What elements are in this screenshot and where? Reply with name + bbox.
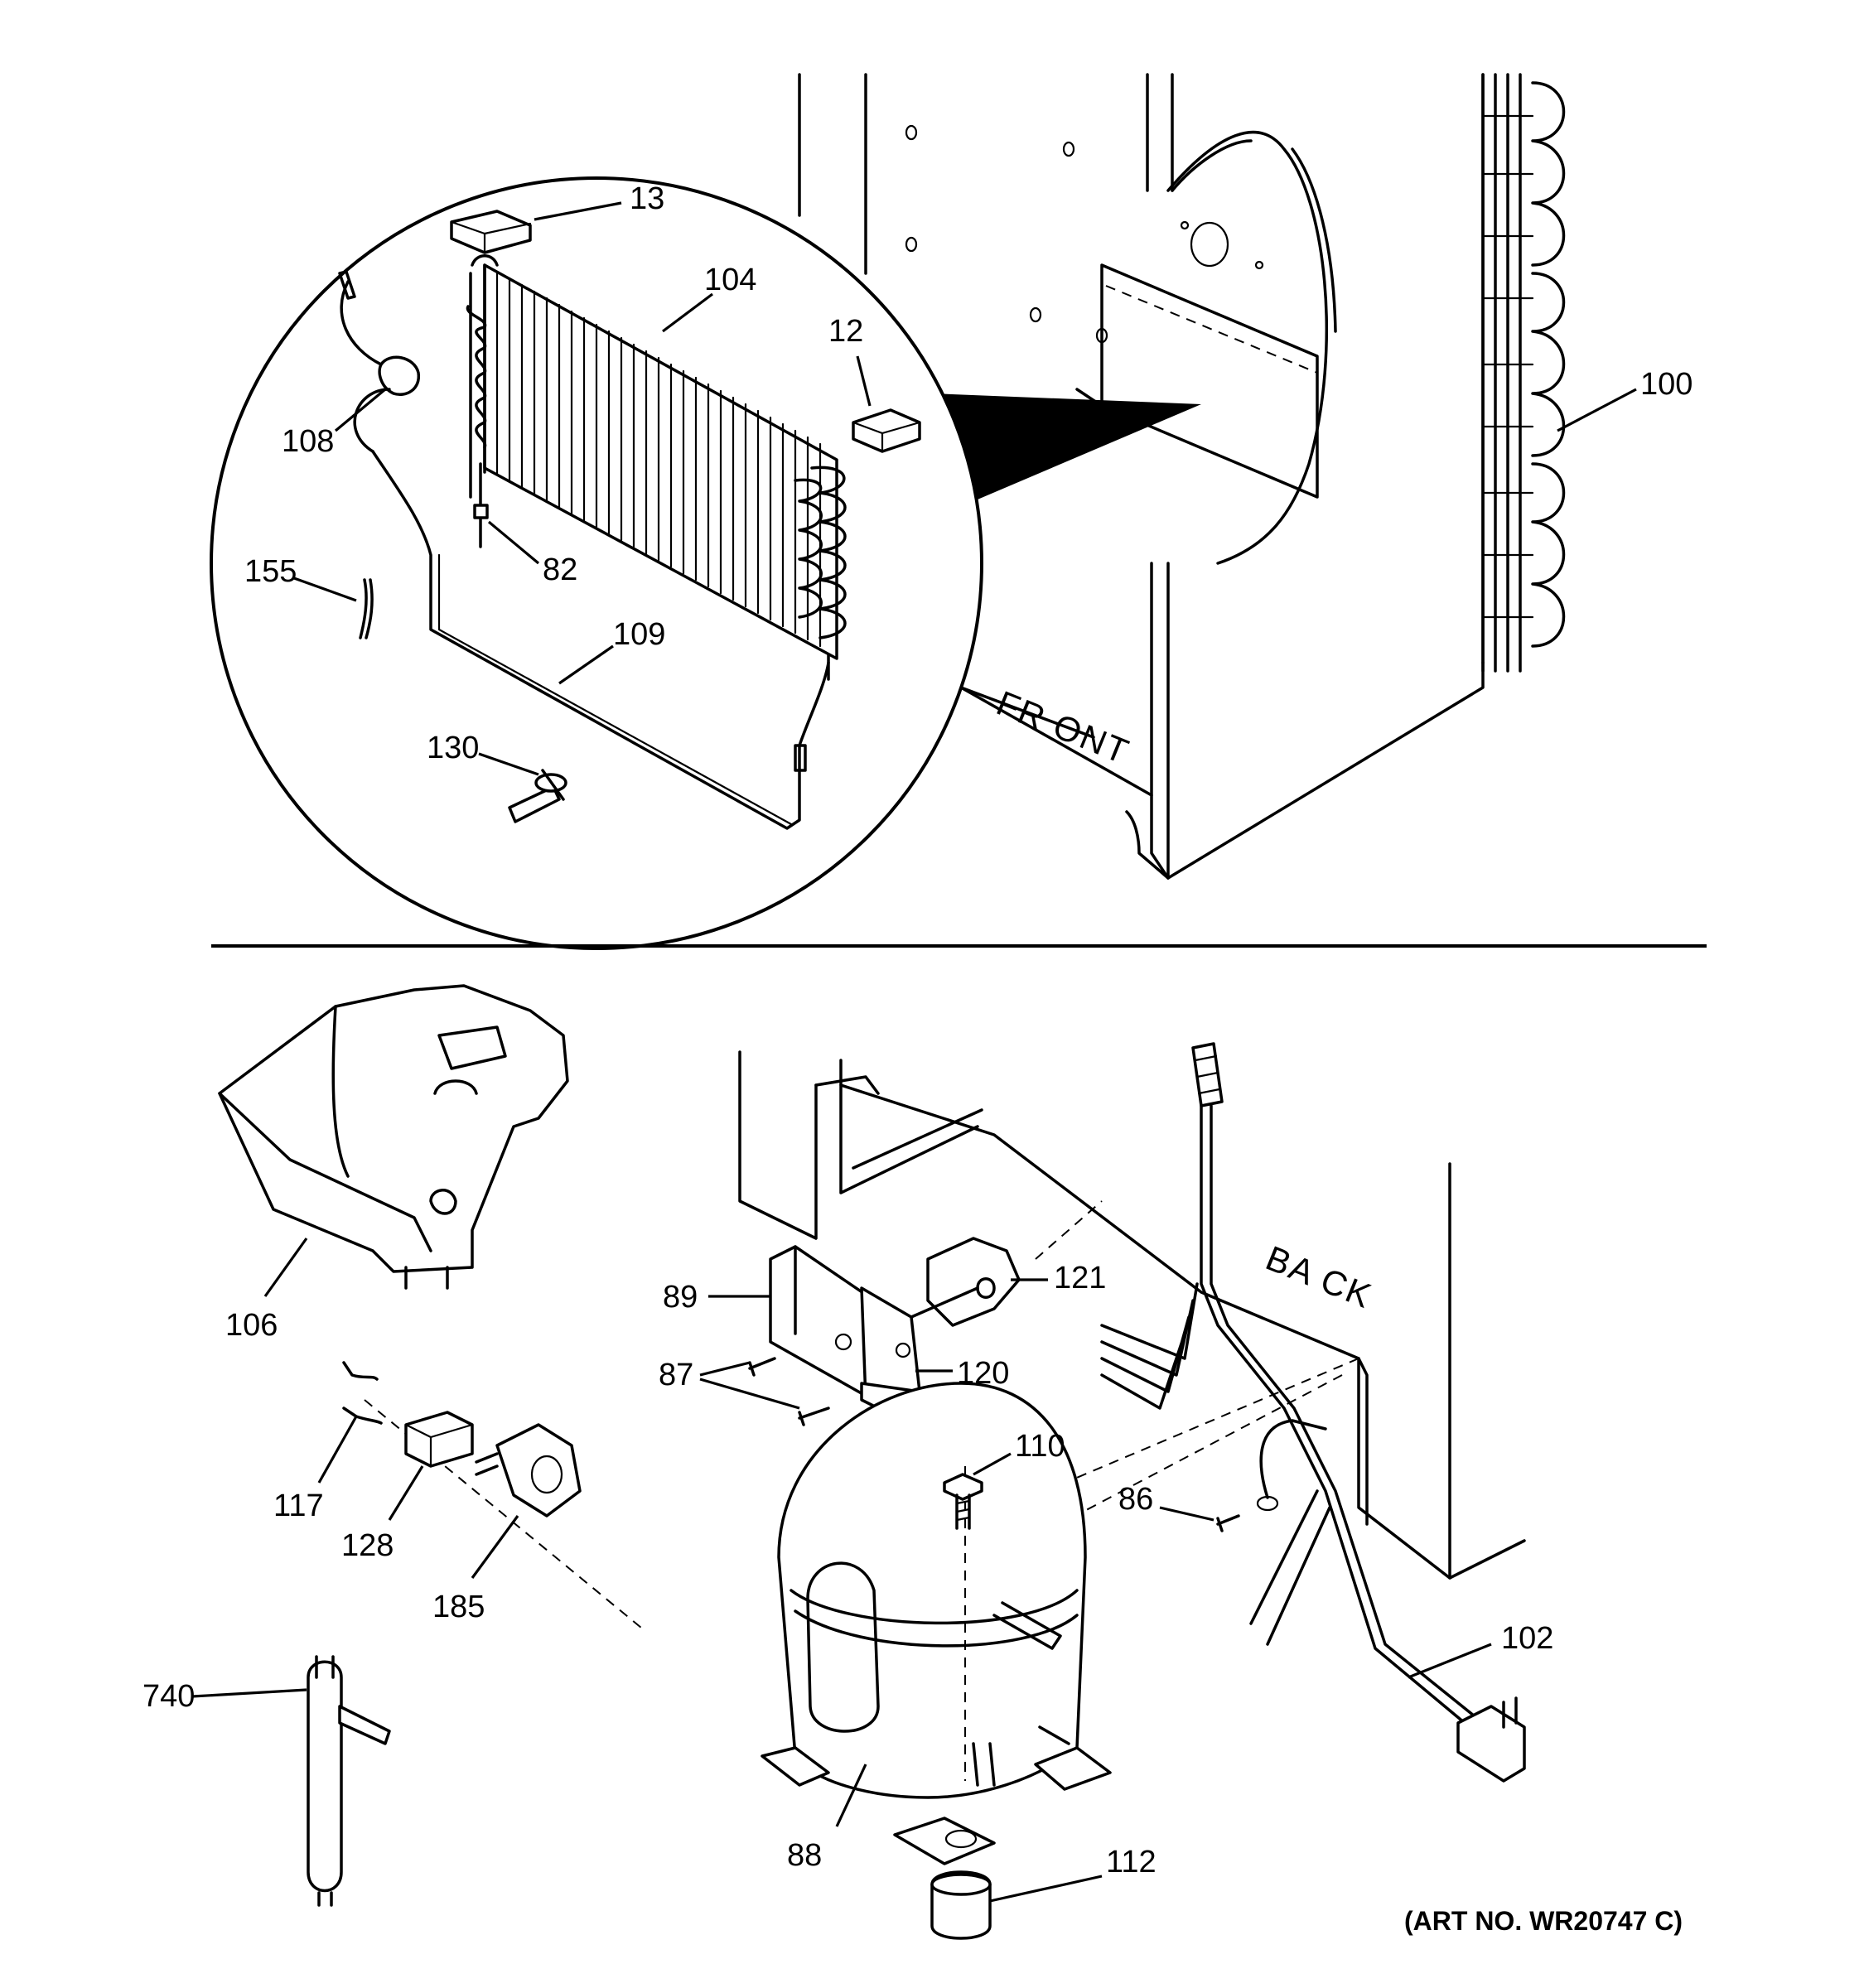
callout-108: 108 — [282, 424, 334, 459]
callout-110: 110 — [1015, 1429, 1065, 1464]
bottom-callouts: 106 89 121 87 120 110 86 117 128 185 102… — [142, 1238, 1553, 1903]
condenser-coil — [1481, 73, 1566, 673]
top-callouts: 13 104 12 108 82 155 109 130 100 — [244, 181, 1693, 776]
overload-parts — [342, 1361, 647, 1633]
grommet-112 — [930, 1870, 992, 1940]
callout-109: 109 — [613, 617, 665, 652]
callout-13: 13 — [630, 181, 664, 216]
insulation-block-12 — [852, 408, 921, 453]
callout-130: 130 — [427, 731, 479, 765]
ice-bucket-106 — [218, 984, 569, 1290]
callout-102: 102 — [1501, 1621, 1553, 1656]
detail-circle — [210, 176, 983, 950]
callout-104: 104 — [704, 263, 756, 297]
callout-100: 100 — [1640, 367, 1693, 402]
callout-117: 117 — [273, 1489, 324, 1523]
evaporator — [466, 254, 847, 681]
callout-740: 740 — [142, 1679, 195, 1714]
callout-82: 82 — [543, 552, 577, 587]
callout-128: 128 — [341, 1528, 394, 1563]
bolt-110 — [943, 1473, 983, 1530]
capacitor-128 — [404, 1411, 474, 1468]
ground-screw-86 — [1216, 1419, 1327, 1532]
clip-155 — [359, 578, 374, 639]
compressor-88 — [761, 1382, 1112, 1865]
detail-pointer — [932, 393, 1201, 514]
art-number: (ART NO. WR20747 C) — [1404, 1906, 1683, 1936]
callout-185: 185 — [432, 1590, 485, 1624]
callout-87: 87 — [659, 1358, 693, 1392]
callout-120: 120 — [957, 1356, 1009, 1391]
callout-121: 121 — [1054, 1261, 1106, 1296]
callout-89: 89 — [663, 1280, 698, 1315]
back-label: BA CK — [1261, 1238, 1379, 1316]
callout-12: 12 — [828, 314, 863, 349]
callout-88: 88 — [787, 1838, 822, 1873]
front-label: FR ONT — [992, 683, 1136, 772]
callout-86: 86 — [1118, 1482, 1153, 1517]
power-cord-102 — [1100, 1042, 1526, 1783]
callout-112: 112 — [1106, 1845, 1157, 1879]
relay-assembly — [769, 1237, 1021, 1414]
drier-740 — [307, 1655, 391, 1907]
screws-87 — [748, 1357, 830, 1426]
clip-117 — [342, 1361, 383, 1425]
harness-109 — [371, 450, 830, 830]
plug-130 — [508, 769, 567, 823]
callout-106: 106 — [225, 1308, 278, 1343]
relay-185 — [495, 1423, 582, 1518]
callout-155: 155 — [244, 554, 297, 589]
